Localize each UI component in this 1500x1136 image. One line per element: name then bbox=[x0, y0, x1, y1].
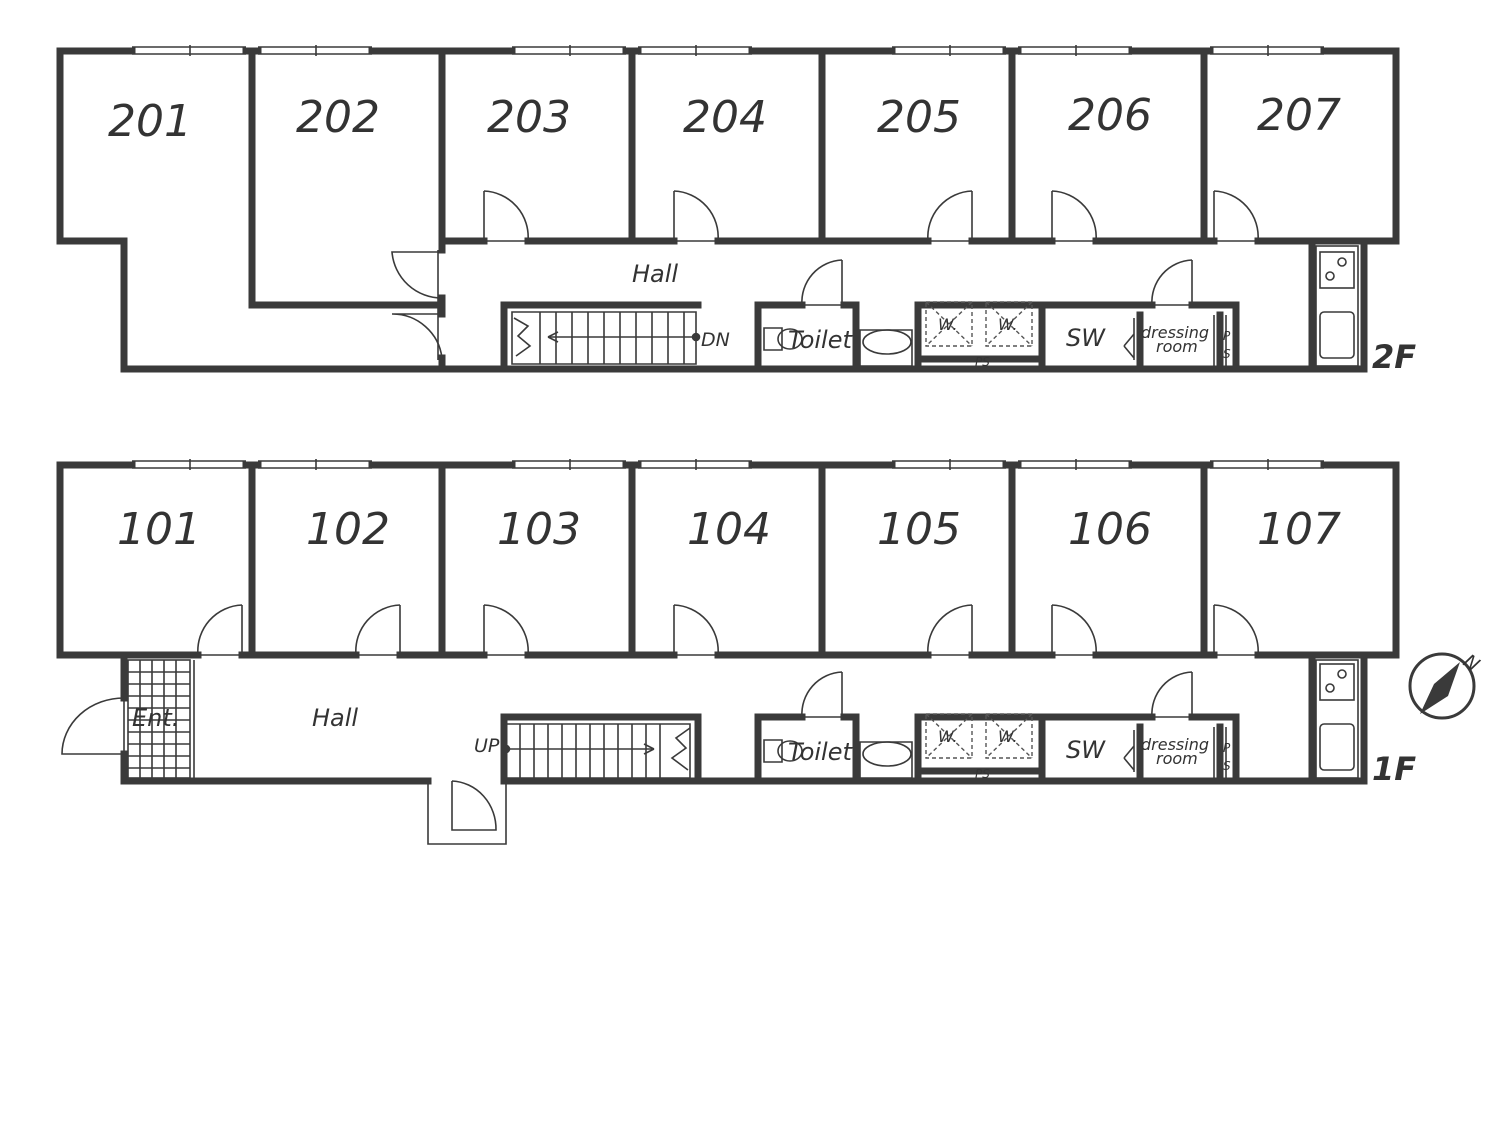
sw-label: SW bbox=[1066, 324, 1106, 352]
stairs-2f bbox=[511, 311, 701, 365]
floor-label: 1F bbox=[1372, 750, 1416, 788]
room-number: 202 bbox=[296, 92, 380, 143]
ps-vertical-label: P bbox=[1223, 329, 1231, 343]
windows-2f bbox=[132, 45, 1324, 55]
kitchen-1f bbox=[1315, 659, 1359, 779]
ps-label: PS bbox=[975, 355, 990, 369]
toilet-1f bbox=[763, 739, 913, 779]
interior-walls-2f bbox=[248, 47, 1400, 373]
room-number: 103 bbox=[497, 504, 581, 555]
ps-label: PS bbox=[975, 767, 990, 781]
room-number: 204 bbox=[683, 92, 767, 143]
windows-1f bbox=[132, 459, 1324, 469]
room-number: 205 bbox=[877, 92, 961, 143]
ps-vertical-label: P bbox=[1223, 741, 1231, 755]
dressing-label: room bbox=[1156, 749, 1198, 768]
floor-2f bbox=[56, 45, 1400, 373]
washer-area-2f bbox=[925, 301, 1033, 347]
compass-needle-icon bbox=[1420, 662, 1460, 714]
toilet-label: Toilet bbox=[788, 738, 853, 766]
washer-area-1f bbox=[925, 713, 1033, 759]
room-number: 106 bbox=[1068, 504, 1152, 555]
washer-label: W. bbox=[938, 727, 958, 746]
room-number: 101 bbox=[117, 504, 201, 555]
room-number: 201 bbox=[108, 96, 192, 147]
doors-1f bbox=[61, 604, 1259, 845]
entrance-label: Ent. bbox=[132, 704, 179, 732]
room-number: 105 bbox=[877, 504, 961, 555]
toilet-label: Toilet bbox=[788, 326, 853, 354]
stair-label: DN bbox=[701, 329, 730, 351]
washer-label: W. bbox=[998, 315, 1018, 334]
dressing-label: dressing bbox=[1141, 323, 1209, 342]
stair-label: UP bbox=[474, 735, 500, 757]
ps-vertical-label: S bbox=[1223, 347, 1231, 361]
washer-label: W. bbox=[938, 315, 958, 334]
floor-1f bbox=[56, 459, 1400, 845]
floor-label: 2F bbox=[1372, 338, 1416, 376]
stairs-1f bbox=[501, 723, 691, 779]
room-number: 102 bbox=[306, 504, 390, 555]
interior-walls-1f bbox=[56, 461, 1400, 785]
sw-label: SW bbox=[1066, 736, 1106, 764]
hall-label: Hall bbox=[312, 704, 358, 732]
room-number: 107 bbox=[1257, 504, 1341, 555]
room-number: 207 bbox=[1257, 90, 1341, 141]
entrance-tiles bbox=[127, 659, 195, 779]
room-number: 104 bbox=[687, 504, 771, 555]
kitchen-2f bbox=[1315, 245, 1359, 367]
hall-label: Hall bbox=[632, 260, 678, 288]
ps-vertical-label: S bbox=[1223, 759, 1231, 773]
doors-2f bbox=[391, 190, 1259, 360]
room-number: 206 bbox=[1068, 90, 1152, 141]
toilet-2f bbox=[763, 327, 913, 367]
dressing-label: dressing bbox=[1141, 735, 1209, 754]
room-number: 203 bbox=[487, 92, 571, 143]
dressing-label: room bbox=[1156, 337, 1198, 356]
washer-label: W. bbox=[998, 727, 1018, 746]
compass: N bbox=[1408, 650, 1483, 720]
